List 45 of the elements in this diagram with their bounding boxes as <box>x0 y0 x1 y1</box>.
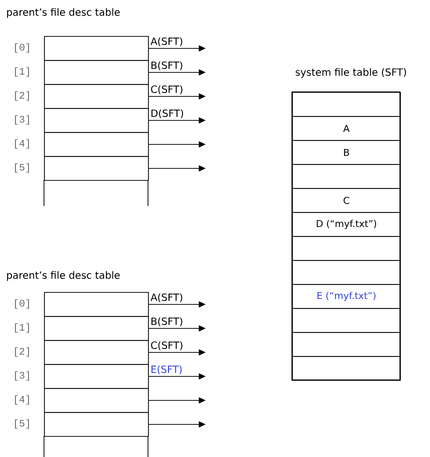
table-row <box>44 388 149 413</box>
table-row: B <box>292 140 401 165</box>
table-row <box>44 84 149 109</box>
index-label: [3] <box>15 371 29 381</box>
table-row: A <box>292 116 401 141</box>
table-row <box>44 60 149 85</box>
table-row <box>44 132 149 157</box>
table-row <box>292 260 401 285</box>
index-label: [4] <box>15 139 29 149</box>
index-label: [1] <box>15 323 29 333</box>
edge-label: A(SFT) <box>150 293 182 302</box>
table-row <box>44 292 149 317</box>
edge-label: A(SFT) <box>150 37 182 46</box>
edge-label: E(SFT) <box>151 365 182 374</box>
edge-label: C(SFT) <box>151 341 182 350</box>
edge-label: B(SFT) <box>151 61 182 70</box>
table-row <box>292 92 401 117</box>
node-label: system file table (SFT) <box>296 68 406 78</box>
table-row: C <box>292 188 401 213</box>
index-label: [5] <box>15 163 29 173</box>
edge-label: B(SFT) <box>151 317 182 326</box>
table-row <box>44 316 149 341</box>
index-label: [3] <box>15 115 29 125</box>
table-row <box>44 36 149 61</box>
table-row <box>44 156 149 181</box>
table-row <box>292 308 401 333</box>
table-row <box>44 108 149 133</box>
index-label: [0] <box>15 43 29 53</box>
index-label: [5] <box>15 419 29 429</box>
edge-label: D(SFT) <box>151 109 184 118</box>
index-label: [1] <box>15 67 29 77</box>
table-row <box>292 332 401 357</box>
table-row <box>292 236 401 261</box>
table-row <box>44 340 149 365</box>
index-label: [2] <box>15 347 29 357</box>
index-label: [0] <box>15 299 29 309</box>
index-label: [4] <box>15 395 29 405</box>
table-row <box>292 356 401 381</box>
index-label: [2] <box>15 91 29 101</box>
table-row: D (“myf.txt”) <box>292 212 401 237</box>
edge-label: C(SFT) <box>151 85 182 94</box>
table-row <box>44 364 149 389</box>
table-row: E (“myf.txt”) <box>292 284 401 309</box>
table-row <box>44 412 149 437</box>
table-row <box>292 164 401 189</box>
